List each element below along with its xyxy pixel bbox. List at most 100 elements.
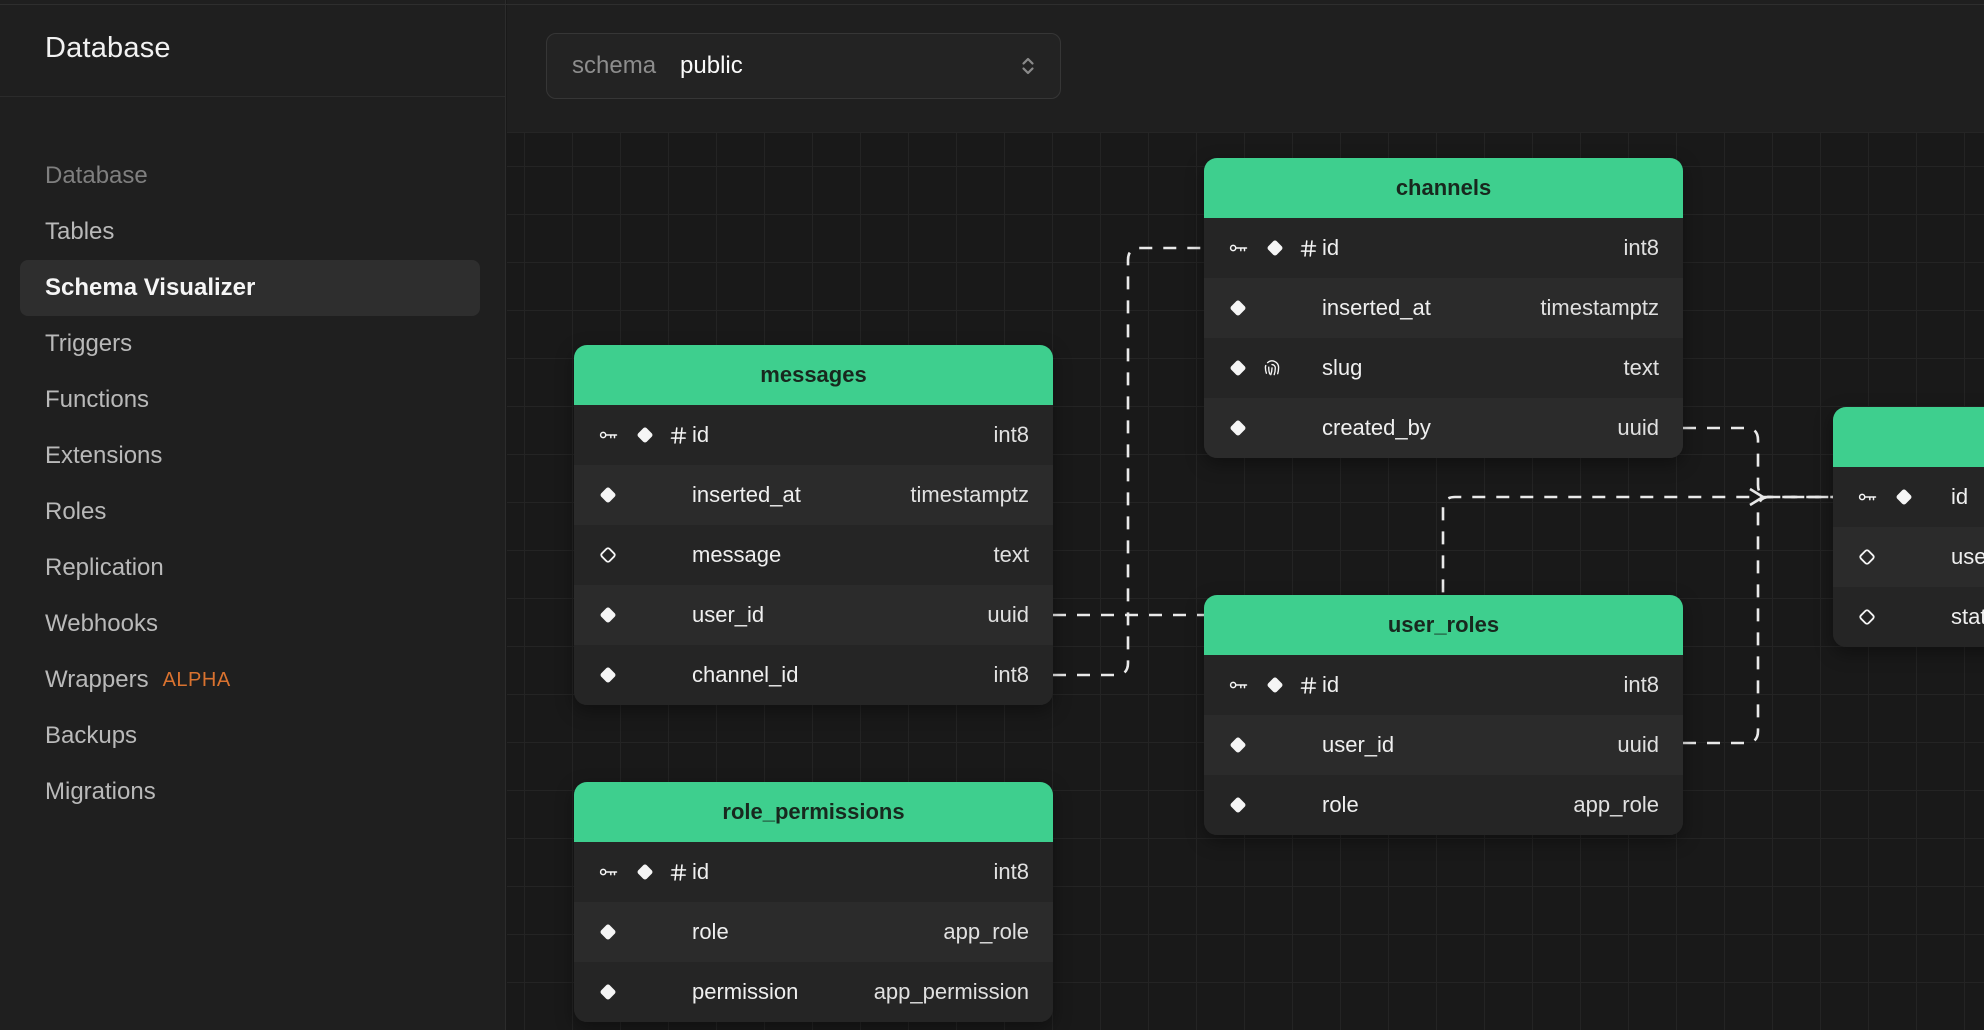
primary-key-icon bbox=[1226, 675, 1252, 695]
table-node-user_roles[interactable]: user_rolesidint8user_iduuidroleapp_role bbox=[1204, 595, 1683, 835]
column-icons bbox=[1226, 733, 1322, 757]
table-node-header bbox=[1833, 407, 1984, 467]
database-sidebar: Database DatabaseTablesSchema Visualizer… bbox=[0, 0, 506, 1030]
sidebar-item-label: Functions bbox=[45, 386, 149, 414]
schema-select[interactable]: schema public bbox=[546, 33, 1061, 99]
table-node-channels[interactable]: channels id int8 inserted_at timestamptz slug… bbox=[1204, 158, 1683, 458]
sidebar-header: Database bbox=[0, 0, 505, 97]
sidebar-item-replication[interactable]: Replication bbox=[20, 540, 480, 596]
column-icons bbox=[596, 543, 692, 567]
column-name: user_id bbox=[692, 602, 764, 628]
table-name: role_permissions bbox=[722, 799, 904, 825]
not-null-diamond-icon bbox=[1226, 416, 1250, 440]
column-icons bbox=[1226, 236, 1322, 260]
column-name: user_id bbox=[1322, 732, 1394, 758]
schema-select-label: schema bbox=[572, 52, 656, 80]
identity-hash-icon bbox=[1298, 675, 1319, 696]
column-type: int8 bbox=[974, 662, 1029, 688]
schema-canvas[interactable]: messagesidint8inserted_attimestamptzmess… bbox=[507, 133, 1984, 1030]
page-title: Database bbox=[45, 32, 171, 65]
column-icons bbox=[596, 663, 692, 687]
table-name: user_roles bbox=[1388, 612, 1499, 638]
column-name: role bbox=[692, 919, 729, 945]
column-row: slug text bbox=[1204, 338, 1683, 398]
column-name: permission bbox=[692, 979, 798, 1005]
sidebar-item-label: Migrations bbox=[45, 778, 156, 806]
primary-key-icon bbox=[1855, 487, 1881, 507]
sidebar-item-extensions[interactable]: Extensions bbox=[20, 428, 480, 484]
column-type: int8 bbox=[1604, 235, 1659, 261]
column-icons bbox=[1855, 605, 1951, 629]
window-top-divider bbox=[0, 4, 1984, 5]
column-row: user_iduuid bbox=[1204, 715, 1683, 775]
column-icons bbox=[1855, 545, 1951, 569]
column-icons bbox=[1226, 673, 1322, 697]
sidebar-item-label: Triggers bbox=[45, 330, 132, 358]
sidebar-item-label: Wrappers bbox=[45, 666, 149, 694]
not-null-diamond-icon bbox=[596, 980, 620, 1004]
column-icons bbox=[596, 603, 692, 627]
column-type: int8 bbox=[974, 859, 1029, 885]
column-name: role bbox=[1322, 792, 1359, 818]
canvas-toolbar: schema public bbox=[507, 0, 1984, 133]
sidebar-menu: DatabaseTablesSchema VisualizerTriggersF… bbox=[0, 97, 505, 820]
column-name: username bbox=[1951, 544, 1984, 570]
column-name: created_by bbox=[1322, 415, 1431, 441]
column-type: app_permission bbox=[854, 979, 1029, 1005]
column-name: slug bbox=[1322, 355, 1362, 381]
sidebar-item-schema-visualizer[interactable]: Schema Visualizer bbox=[20, 260, 480, 316]
sidebar-item-database[interactable]: Database bbox=[20, 148, 480, 204]
column-name: channel_id bbox=[692, 662, 798, 688]
identity-hash-icon bbox=[668, 425, 689, 446]
sidebar-item-label: Backups bbox=[45, 722, 137, 750]
column-type: timestamptz bbox=[1520, 295, 1659, 321]
sidebar-item-functions[interactable]: Functions bbox=[20, 372, 480, 428]
sidebar-item-label: Roles bbox=[45, 498, 106, 526]
table-nodes-layer: messagesidint8inserted_attimestamptzmess… bbox=[507, 133, 1984, 1030]
column-icons bbox=[1226, 356, 1322, 380]
column-name: id bbox=[1951, 484, 1968, 510]
column-row: user_iduuid bbox=[574, 585, 1053, 645]
sidebar-item-tables[interactable]: Tables bbox=[20, 204, 480, 260]
column-type: app_role bbox=[1553, 792, 1659, 818]
sidebar-item-webhooks[interactable]: Webhooks bbox=[20, 596, 480, 652]
column-row: id bbox=[1833, 467, 1984, 527]
sidebar-item-label: Webhooks bbox=[45, 610, 158, 638]
column-row: messagetext bbox=[574, 525, 1053, 585]
not-null-diamond-icon bbox=[1892, 485, 1916, 509]
not-null-diamond-icon bbox=[596, 603, 620, 627]
column-name: id bbox=[692, 859, 709, 885]
column-icons bbox=[596, 483, 692, 507]
column-row: created_by uuid bbox=[1204, 398, 1683, 458]
column-type: uuid bbox=[1597, 415, 1659, 441]
table-node-header: channels bbox=[1204, 158, 1683, 218]
column-row: inserted_attimestamptz bbox=[574, 465, 1053, 525]
sidebar-item-triggers[interactable]: Triggers bbox=[20, 316, 480, 372]
not-null-diamond-icon bbox=[633, 423, 657, 447]
column-icons bbox=[596, 980, 692, 1004]
chevron-up-down-icon bbox=[1016, 54, 1040, 78]
table-node-messages[interactable]: messagesidint8inserted_attimestamptzmess… bbox=[574, 345, 1053, 705]
sidebar-item-label: Tables bbox=[45, 218, 114, 246]
column-name: message bbox=[692, 542, 781, 568]
table-node-clipped[interactable]: id username status bbox=[1833, 407, 1984, 647]
column-row: username bbox=[1833, 527, 1984, 587]
column-type: text bbox=[1604, 355, 1659, 381]
sidebar-item-backups[interactable]: Backups bbox=[20, 708, 480, 764]
nullable-diamond-icon bbox=[596, 543, 620, 567]
identity-hash-icon bbox=[1298, 238, 1319, 259]
table-node-role_permissions[interactable]: role_permissionsidint8roleapp_rolepermis… bbox=[574, 782, 1053, 1022]
sidebar-item-label: Replication bbox=[45, 554, 164, 582]
sidebar-item-migrations[interactable]: Migrations bbox=[20, 764, 480, 820]
column-row: role app_role bbox=[1204, 775, 1683, 835]
column-name: status bbox=[1951, 604, 1984, 630]
column-row: id int8 bbox=[1204, 218, 1683, 278]
not-null-diamond-icon bbox=[1226, 793, 1250, 817]
sidebar-item-roles[interactable]: Roles bbox=[20, 484, 480, 540]
primary-key-icon bbox=[596, 425, 622, 445]
column-name: inserted_at bbox=[1322, 295, 1431, 321]
column-type: int8 bbox=[974, 422, 1029, 448]
sidebar-item-wrappers[interactable]: WrappersALPHA bbox=[20, 652, 480, 708]
column-name: id bbox=[1322, 235, 1339, 261]
